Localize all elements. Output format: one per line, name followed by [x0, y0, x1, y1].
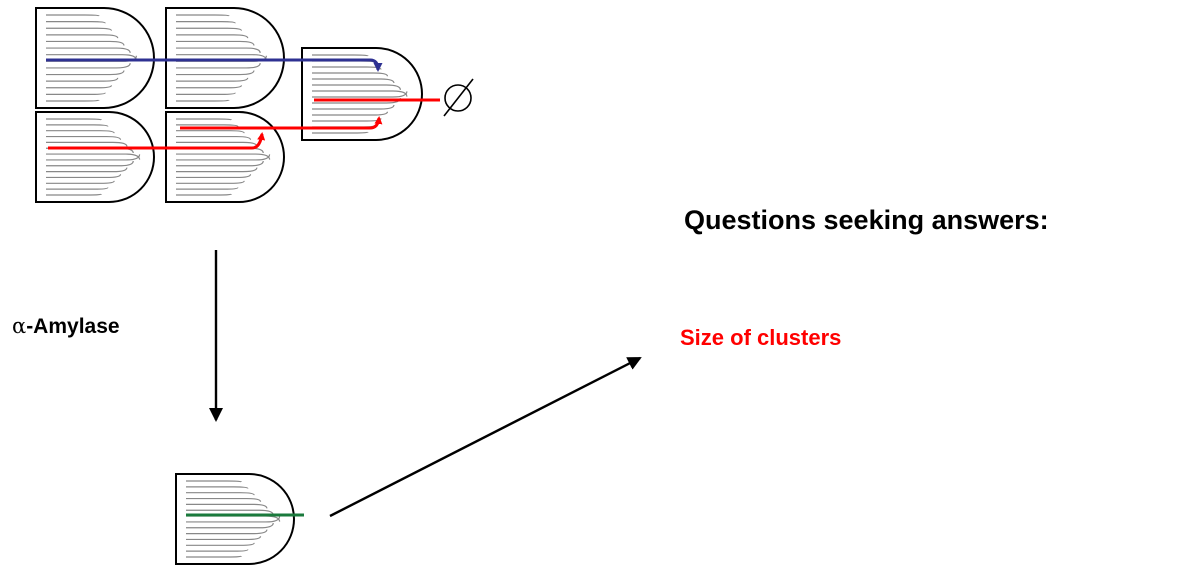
cluster-unit-top-middle [165, 7, 285, 109]
glucan-chain [312, 131, 369, 134]
glucan-chain [176, 135, 252, 140]
glucan-chain [46, 47, 131, 53]
glucan-chain [46, 167, 128, 173]
glucan-chain [186, 503, 268, 509]
glucan-chain [176, 118, 233, 121]
glucan-chain [46, 77, 119, 82]
glucan-chain [186, 497, 262, 502]
blue-chain-path [46, 58, 383, 72]
glucan-chain [186, 549, 249, 552]
glucan-chain [176, 153, 271, 160]
glucan-chain [46, 70, 125, 76]
glucan-chain [46, 124, 109, 127]
glucan-chain [186, 555, 243, 558]
glucan-chain [186, 515, 281, 522]
empty-set-slash [443, 78, 474, 117]
glucan-chain [176, 40, 255, 46]
glucan-chain [46, 34, 119, 39]
cluster-unit-product [175, 473, 295, 565]
glucan-chain [46, 63, 131, 69]
glucan-chain [186, 529, 268, 535]
glucan-chain [176, 34, 249, 39]
glucan-chain [176, 141, 258, 147]
alpha-amylase-label: α-Amylase [12, 314, 120, 339]
cluster-outline [301, 47, 423, 141]
glucan-chain [312, 66, 382, 70]
glucan-chain [186, 486, 249, 489]
glucan-chain [46, 99, 100, 102]
glucan-chain [176, 92, 236, 95]
cluster-outline [165, 111, 285, 203]
glucan-chain [176, 174, 252, 179]
glucan-chain [176, 160, 264, 167]
glucan-chain [46, 92, 106, 95]
empty-set-symbol [444, 84, 472, 112]
cluster-outline [175, 473, 295, 565]
glucan-chain [176, 193, 233, 196]
glucan-chain [186, 542, 255, 546]
glucan-chain [46, 154, 141, 161]
cluster-unit-right [301, 47, 423, 141]
alpha-symbol: α [12, 314, 27, 338]
glucan-chain [176, 167, 258, 173]
glucan-chain [312, 91, 408, 98]
glucan-chain [46, 135, 122, 140]
cluster-size-question: Size of clusters [680, 325, 842, 350]
glucan-chain [312, 118, 382, 122]
cluster-unit-bottom-middle [165, 111, 285, 203]
glucan-chain [312, 54, 369, 57]
glucan-chain [176, 27, 243, 31]
red-chain-path-lower [48, 132, 266, 150]
glucan-chain [186, 516, 281, 523]
questions-heading: Questions seeking answers: [684, 205, 1049, 235]
glucan-chain [312, 78, 395, 84]
glucan-chain [176, 85, 243, 89]
glucan-chain [312, 104, 395, 110]
amylase-text: -Amylase [26, 315, 120, 338]
cluster-unit-top-left [35, 7, 155, 109]
glucan-chain [312, 84, 402, 90]
cluster-outline [35, 111, 155, 203]
red-chain-path-upper [180, 116, 383, 130]
glucan-chain [176, 180, 245, 184]
pointer-arrow [329, 356, 642, 518]
cluster-unit-bottom-left [35, 111, 155, 203]
glucan-chain [186, 536, 262, 541]
glucan-chain [46, 40, 125, 46]
glucan-chain [186, 480, 243, 483]
glucan-chain [176, 99, 230, 102]
glucan-chain [46, 174, 122, 179]
glucan-chain [46, 130, 115, 134]
glucan-chain [46, 141, 128, 147]
glucan-chain [46, 160, 134, 167]
glucan-chain [176, 63, 261, 69]
glucan-chain [186, 522, 274, 529]
glucan-chain [176, 77, 249, 82]
glucan-chain [176, 130, 245, 134]
glucan-chain [176, 14, 230, 17]
glucan-chain [176, 47, 261, 53]
glucan-chain [46, 193, 103, 196]
glucan-chain [176, 124, 239, 127]
glucan-chain [46, 21, 106, 24]
glucan-chain [46, 85, 113, 89]
glucan-chain [46, 180, 115, 184]
glucan-chain [176, 187, 239, 190]
glucan-chain [46, 153, 141, 160]
glucan-chain [46, 187, 109, 190]
glucan-chain [46, 27, 113, 31]
glucan-chain [176, 154, 271, 161]
glucan-chain [46, 14, 100, 17]
glucan-chain [186, 492, 255, 496]
glucan-chain [176, 21, 236, 24]
glucan-chain [312, 90, 408, 97]
glucan-chain [312, 72, 389, 77]
glucan-chain [46, 118, 103, 121]
glucan-chain [176, 70, 255, 76]
glucan-chain [312, 111, 389, 116]
